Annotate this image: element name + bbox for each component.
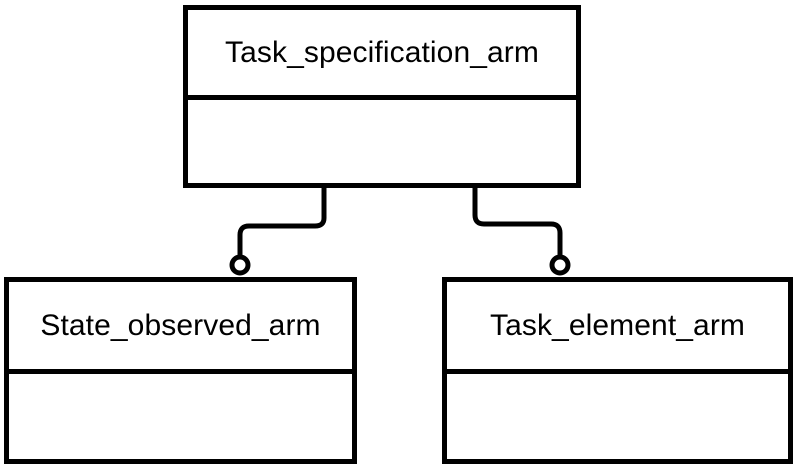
class-title-task-specification-arm: Task_specification_arm bbox=[224, 35, 539, 69]
aggregation-circle-right bbox=[552, 257, 568, 273]
class-divider bbox=[188, 95, 576, 100]
connector-task-specification-to-state-observed[interactable] bbox=[232, 188, 324, 273]
class-box-task-element-arm[interactable]: Task_element_arm bbox=[442, 277, 793, 464]
connector-task-specification-to-task-element[interactable] bbox=[475, 188, 568, 273]
class-divider bbox=[9, 369, 352, 374]
class-attributes-task-element-arm bbox=[447, 374, 788, 459]
class-divider bbox=[447, 369, 788, 374]
class-title-state-observed-arm: State_observed_arm bbox=[40, 308, 321, 342]
aggregation-circle-left bbox=[232, 257, 248, 273]
connector-line-right bbox=[475, 188, 560, 257]
class-title-task-element-arm: Task_element_arm bbox=[489, 308, 746, 342]
connector-line-left bbox=[240, 188, 324, 257]
class-box-state-observed-arm[interactable]: State_observed_arm bbox=[4, 277, 357, 464]
class-attributes-state-observed-arm bbox=[9, 374, 352, 459]
class-attributes-task-specification-arm bbox=[188, 100, 576, 183]
class-box-task-specification-arm[interactable]: Task_specification_arm bbox=[183, 5, 581, 188]
